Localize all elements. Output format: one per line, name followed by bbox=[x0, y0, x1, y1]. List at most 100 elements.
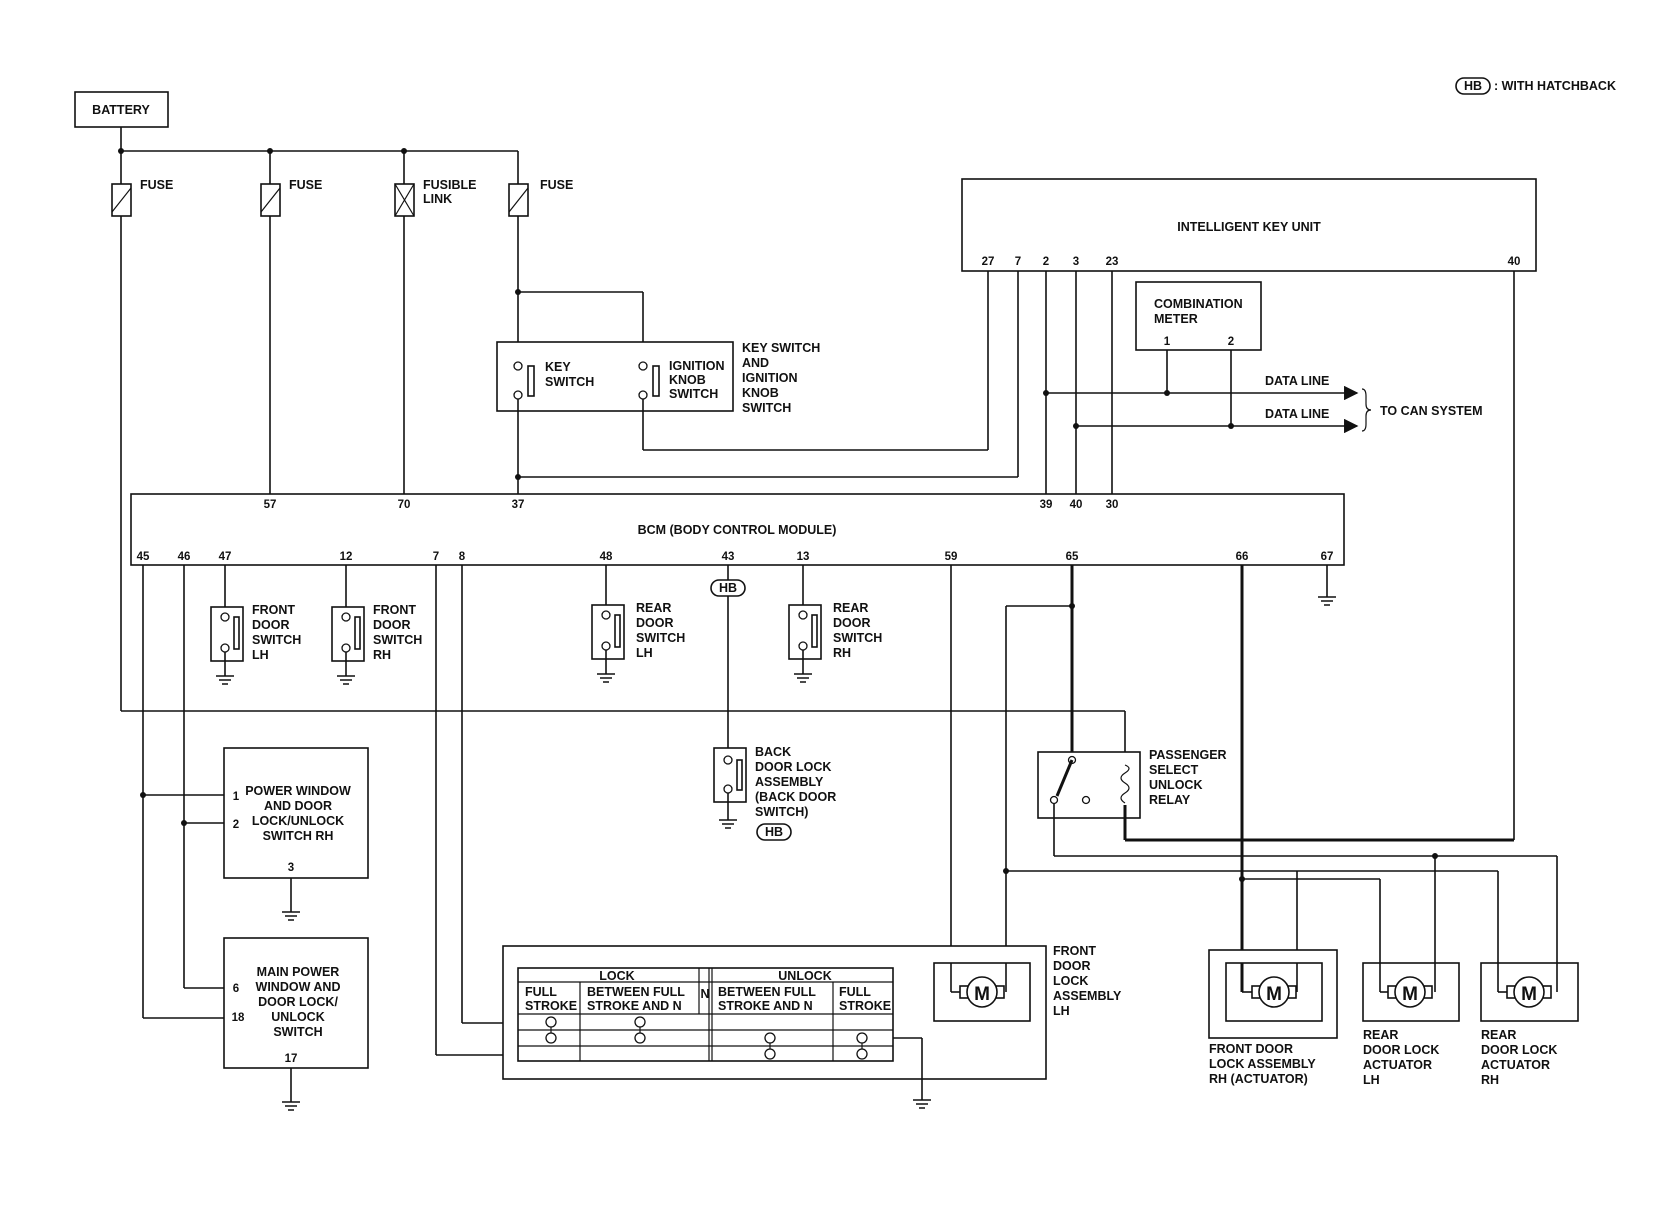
fuse-4-label: FUSE bbox=[540, 178, 573, 192]
meter-text: METER bbox=[1154, 312, 1198, 326]
bcm-title: BCM (BODY CONTROL MODULE) bbox=[638, 523, 837, 537]
legend: HB : WITH HATCHBACK bbox=[1455, 77, 1616, 95]
bcm-pin: 39 bbox=[1040, 499, 1053, 511]
ground-icon bbox=[281, 1101, 301, 1111]
bcm-pin: 12 bbox=[340, 551, 353, 563]
main-power-window-switch: MAIN POWER WINDOW AND DOOR LOCK/ UNLOCK … bbox=[223, 937, 369, 1069]
ground-icon bbox=[336, 675, 356, 685]
main-pw-text: SWITCH bbox=[273, 1025, 322, 1039]
front-rh-label: FRONT DOOR bbox=[1209, 1042, 1293, 1056]
door-switch-label: REAR bbox=[636, 601, 671, 615]
front-rh-label: RH (ACTUATOR) bbox=[1209, 1072, 1308, 1086]
bcm-pin: 46 bbox=[178, 551, 191, 563]
door-switch-label: FRONT bbox=[252, 603, 295, 617]
key-switch-text: SWITCH bbox=[545, 375, 594, 389]
hb-badge: HB bbox=[710, 579, 746, 597]
door-switch-label: SWITCH bbox=[373, 633, 422, 647]
switch-contact-icon bbox=[614, 614, 621, 648]
switch-contact-icon bbox=[233, 616, 240, 650]
back-door-label: ASSEMBLY bbox=[755, 775, 824, 789]
ikey-pin: 2 bbox=[1043, 256, 1049, 268]
ikey-pin: 7 bbox=[1015, 256, 1021, 268]
hb-badge-text: HB bbox=[765, 825, 783, 839]
battery-label: BATTERY bbox=[92, 103, 150, 117]
fuse-1-label: FUSE bbox=[140, 178, 173, 192]
contact-icon bbox=[856, 1032, 868, 1060]
bcm-pin: 8 bbox=[459, 551, 466, 563]
bcm-pin: 7 bbox=[433, 551, 439, 563]
contact-icon bbox=[764, 1032, 776, 1060]
bcm-pin: 66 bbox=[1236, 551, 1249, 563]
door-switch-label: RH bbox=[833, 646, 851, 660]
ground-icon bbox=[1317, 596, 1337, 606]
main-pw-text: WINDOW AND bbox=[256, 980, 341, 994]
knob-switch-text: IGNITION bbox=[669, 359, 725, 373]
back-door-label: (BACK DOOR bbox=[755, 790, 836, 804]
main-pw-text: MAIN POWER bbox=[257, 965, 340, 979]
back-door-lock-assembly bbox=[713, 747, 747, 803]
bcm-pin: 43 bbox=[722, 551, 735, 563]
meter-text: COMBINATION bbox=[1154, 297, 1243, 311]
rear-rh-label: DOOR LOCK bbox=[1481, 1043, 1557, 1057]
pw-rh-text: SWITCH RH bbox=[263, 829, 334, 843]
knob-switch-text: SWITCH bbox=[669, 387, 718, 401]
ikey-pin: 23 bbox=[1106, 256, 1119, 268]
key-switch-label: IGNITION bbox=[742, 371, 798, 385]
data-line-label: DATA LINE bbox=[1265, 374, 1329, 388]
front-rh-label: LOCK ASSEMBLY bbox=[1209, 1057, 1316, 1071]
hb-badge-text: HB bbox=[719, 581, 737, 595]
lock-col-header: BETWEEN FULL bbox=[587, 985, 685, 999]
key-switch-label: AND bbox=[742, 356, 769, 370]
main-pw-pin: 17 bbox=[285, 1053, 298, 1065]
door-switch-label: RH bbox=[373, 648, 391, 662]
switch-contact-icon bbox=[527, 365, 535, 397]
key-switch-label: SWITCH bbox=[742, 401, 791, 415]
motor-icon: M bbox=[1387, 976, 1433, 1008]
pw-rh-pin: 2 bbox=[233, 819, 239, 831]
bcm-pin: 45 bbox=[137, 551, 150, 563]
ground-icon bbox=[912, 1099, 932, 1109]
key-switch-label: KNOB bbox=[742, 386, 779, 400]
main-pw-pin: 6 bbox=[233, 983, 239, 995]
motor-icon: M bbox=[1506, 976, 1552, 1008]
contact-icon bbox=[545, 1016, 557, 1044]
lock-col-header: STROKE AND N bbox=[587, 999, 682, 1013]
pw-rh-pin: 1 bbox=[233, 791, 240, 803]
key-switch-text: KEY bbox=[545, 360, 571, 374]
bcm-pin: 13 bbox=[797, 551, 810, 563]
door-switch-label: DOOR bbox=[373, 618, 411, 632]
passenger-select-unlock-relay bbox=[1037, 751, 1141, 819]
door-switch-label: SWITCH bbox=[636, 631, 685, 645]
fusible-link-label-1: FUSIBLE bbox=[423, 178, 476, 192]
bcm-pin: 30 bbox=[1106, 499, 1119, 511]
combination-meter: COMBINATION METER 1 2 bbox=[1135, 281, 1262, 351]
door-switch-label: LH bbox=[636, 646, 653, 660]
back-door-label: BACK bbox=[755, 745, 791, 759]
relay-coil-icon bbox=[1120, 764, 1130, 804]
intelligent-key-unit: INTELLIGENT KEY UNIT 27 7 2 3 23 40 bbox=[961, 178, 1537, 272]
door-switch-label: DOOR bbox=[636, 616, 674, 630]
unlock-header: UNLOCK bbox=[778, 969, 831, 983]
rear-door-lock-actuator-rh: M bbox=[1480, 962, 1579, 1022]
door-switch-label: SWITCH bbox=[252, 633, 301, 647]
rear-door-switch-lh bbox=[591, 604, 625, 660]
relay-label: RELAY bbox=[1149, 793, 1191, 807]
power-window-switch-rh: POWER WINDOW AND DOOR LOCK/UNLOCK SWITCH… bbox=[223, 747, 369, 879]
contact-icon bbox=[634, 1016, 646, 1044]
neutral-header: N bbox=[700, 987, 709, 1001]
ground-icon bbox=[718, 819, 738, 829]
door-switch-label: FRONT bbox=[373, 603, 416, 617]
pw-rh-text: LOCK/UNLOCK bbox=[252, 814, 344, 828]
door-switch-label: LH bbox=[252, 648, 269, 662]
bcm-pin: 70 bbox=[398, 499, 411, 511]
lock-col-header: FULL bbox=[839, 985, 871, 999]
switch-contact-icon bbox=[652, 365, 660, 397]
bcm-pin: 47 bbox=[219, 551, 232, 563]
rear-door-lock-actuator-lh: M bbox=[1362, 962, 1460, 1022]
motor-icon: M bbox=[959, 976, 1005, 1008]
rear-lh-label: DOOR LOCK bbox=[1363, 1043, 1439, 1057]
rear-lh-label: LH bbox=[1363, 1073, 1380, 1087]
rear-lh-label: REAR bbox=[1363, 1028, 1398, 1042]
brace-icon bbox=[1361, 388, 1372, 432]
